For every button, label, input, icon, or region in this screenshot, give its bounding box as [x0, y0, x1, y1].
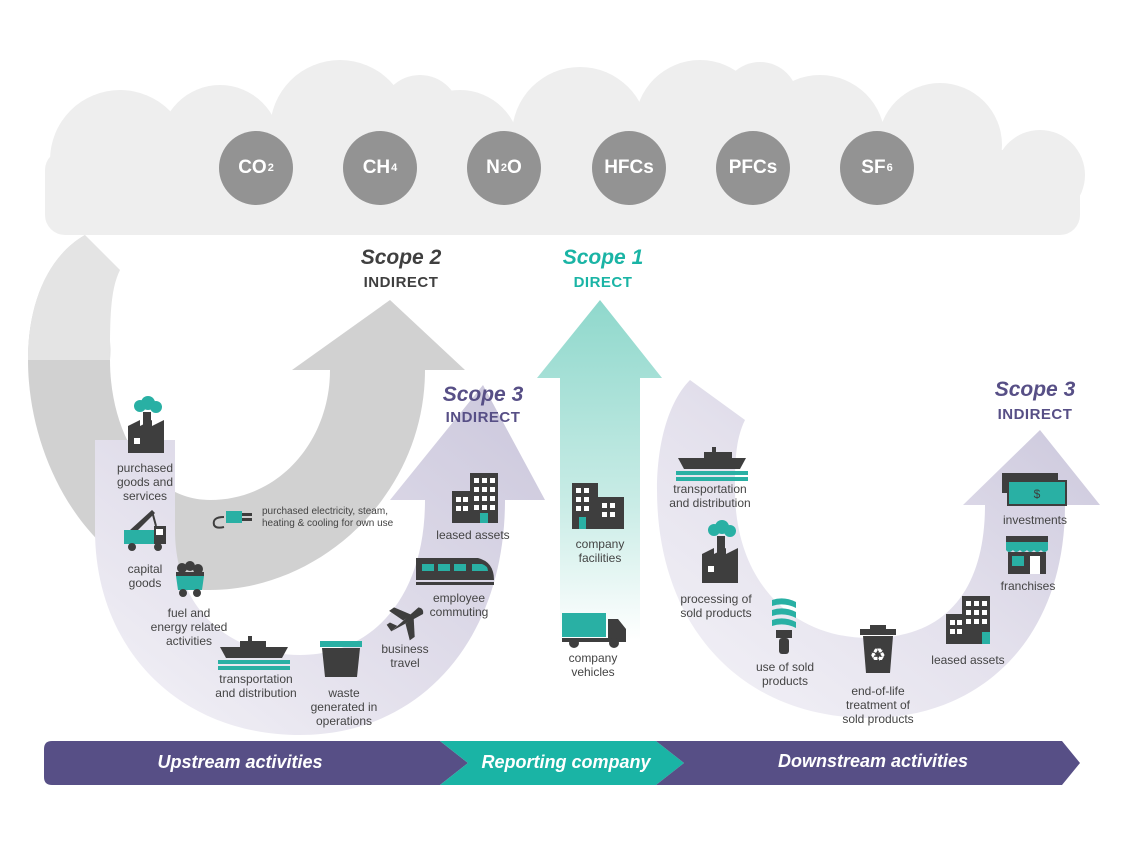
- building-icon: [452, 473, 498, 523]
- dumpster-icon: [320, 641, 362, 677]
- recycle-bin-icon: ♻: [860, 625, 896, 673]
- label-end-of-life: end-of-life treatment of sold products: [842, 684, 914, 726]
- cloud-bank: [45, 60, 1085, 235]
- band-upstream: [44, 741, 468, 785]
- label-franchises: franchises: [1000, 579, 1056, 593]
- label-company-facilities: company facilities: [575, 537, 625, 565]
- factory-icon: [128, 396, 164, 453]
- scope3-upstream-title: Scope 3: [442, 383, 524, 406]
- delivery-truck-icon: [562, 613, 626, 648]
- label-employee-commuting: employee commuting: [429, 591, 489, 619]
- band-label-reporting: Reporting company: [481, 752, 651, 772]
- crane-truck-icon: [124, 510, 166, 551]
- label-fuel-energy: fuel and energy related activities: [150, 606, 228, 648]
- scope1-arrow: [537, 300, 662, 640]
- scope1-subtitle: DIRECT: [573, 274, 633, 291]
- label-capital-goods: capital goods: [127, 562, 163, 590]
- gas-hfcs: HFCs: [592, 131, 666, 205]
- label-downstream-transportation: transportation and distribution: [669, 482, 751, 510]
- scope3-downstream-title: Scope 3: [994, 378, 1076, 401]
- scope3-upstream-subtitle: INDIRECT: [445, 409, 521, 426]
- label-purchased-goods: purchased goods and services: [116, 461, 174, 503]
- label-upstream-leased-assets: leased assets: [436, 528, 510, 542]
- label-waste: waste generated in operations: [310, 686, 378, 728]
- label-purchased-electricity: purchased electricity, steam, heating & …: [262, 506, 394, 529]
- svg-text:♻: ♻: [870, 645, 886, 666]
- scope2-subtitle: INDIRECT: [363, 274, 439, 291]
- svg-text:$: $: [1034, 487, 1041, 501]
- power-plug-icon: [212, 511, 252, 529]
- label-upstream-transportation: transportation and distribution: [215, 672, 297, 700]
- band-label-downstream: Downstream activities: [777, 751, 969, 771]
- building-icon-downstream: [946, 596, 990, 644]
- scope1-title: Scope 1: [562, 246, 644, 269]
- label-company-vehicles: company vehicles: [568, 651, 618, 679]
- label-processing: processing of sold products: [680, 592, 752, 620]
- scope2-title: Scope 2: [360, 246, 442, 269]
- label-investments: investments: [1002, 513, 1068, 527]
- label-business-travel: business travel: [381, 642, 429, 670]
- band-downstream: [656, 741, 1080, 785]
- airplane-icon: [386, 607, 424, 641]
- ship-icon-downstream: [676, 447, 748, 481]
- scope3-downstream-subtitle: INDIRECT: [997, 406, 1073, 423]
- factory-icon-downstream: [702, 520, 738, 583]
- company-building-icon: [572, 483, 624, 529]
- money-bills-icon: $: [1002, 473, 1067, 506]
- train-icon: [416, 558, 494, 585]
- ship-icon: [218, 636, 290, 670]
- label-downstream-leased-assets: leased assets: [931, 653, 1005, 667]
- band-label-upstream: Upstream activities: [157, 752, 323, 772]
- lightbulb-icon: [772, 598, 796, 654]
- gas-pfcs: PFCs: [716, 131, 790, 205]
- storefront-icon: [1006, 536, 1048, 574]
- coal-cart-icon: [176, 561, 204, 597]
- scope3-upstream-arrow: [95, 385, 545, 735]
- band-reporting: [440, 741, 684, 785]
- label-use-of-sold-products: use of sold products: [755, 660, 815, 688]
